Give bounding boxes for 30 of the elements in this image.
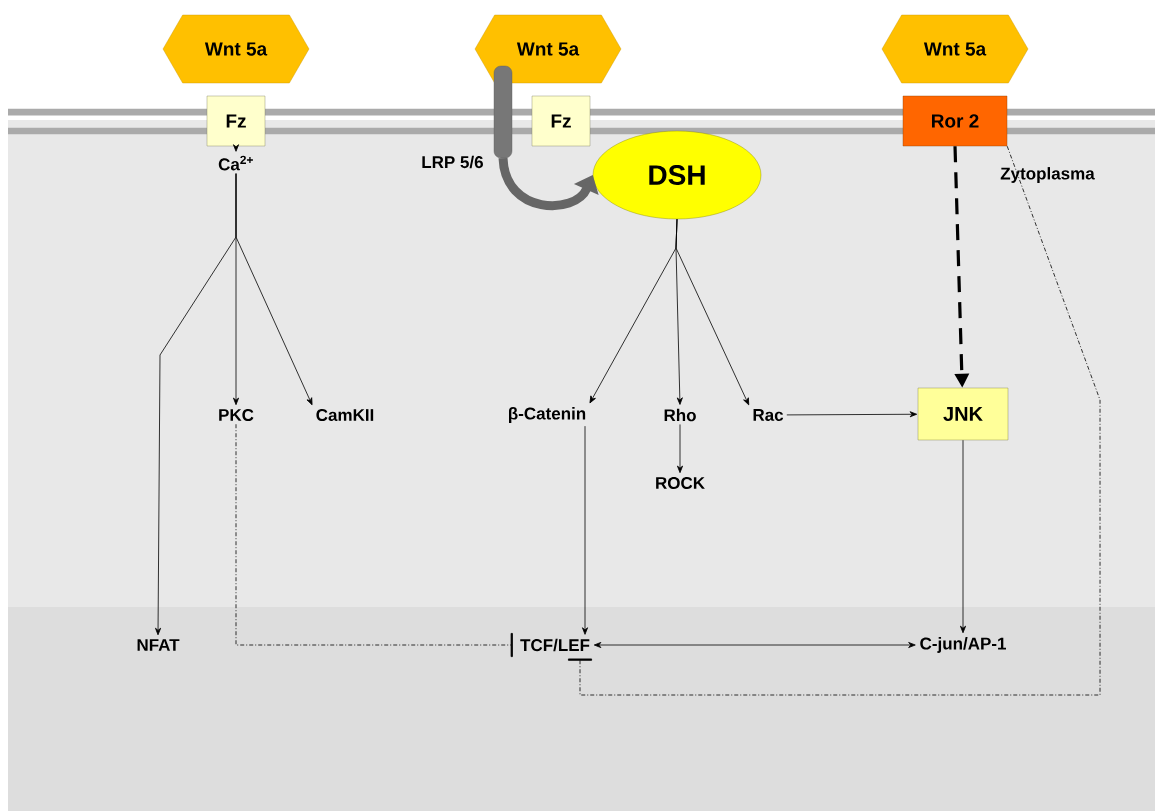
receptor-box: Ror 2 xyxy=(902,95,1008,147)
protein-label: TCF/LEF xyxy=(520,638,590,652)
arrow xyxy=(593,642,916,648)
protein-label: ROCK xyxy=(656,477,705,490)
protein-box: JNK xyxy=(917,387,1009,441)
arrow xyxy=(675,218,750,406)
receptor-bar xyxy=(493,65,513,159)
protein-label: Rho xyxy=(664,408,696,422)
protein-label: LRP 5/6 xyxy=(422,155,483,169)
protein-label: β-Catenin xyxy=(509,407,586,423)
protein-label: Rac xyxy=(753,409,784,421)
arrow xyxy=(233,144,239,152)
arrow xyxy=(786,411,918,418)
ligand-hexagon: Wnt 5a xyxy=(162,14,310,84)
ligand-hexagon: Wnt 5a xyxy=(474,14,622,84)
arrow xyxy=(960,439,966,634)
arrow xyxy=(582,425,588,635)
protein-label: C-jun/AP-1 xyxy=(920,637,1006,653)
region-label: Zytoplasma xyxy=(1000,167,1095,183)
inhibition-line xyxy=(235,423,513,657)
protein-label: Ca$^{2+}$ xyxy=(218,155,253,171)
receptor-box: Fz xyxy=(206,95,266,147)
receptor-box: Fz xyxy=(531,95,591,147)
ligand-hexagon: Wnt 5a xyxy=(881,14,1029,84)
protein-label: CamKII xyxy=(316,409,374,422)
protein-label: PKC xyxy=(219,409,254,422)
arrow xyxy=(235,173,313,406)
protein-label: NFAT xyxy=(137,639,180,651)
inhibition-line xyxy=(568,145,1101,696)
arrow xyxy=(677,424,683,474)
